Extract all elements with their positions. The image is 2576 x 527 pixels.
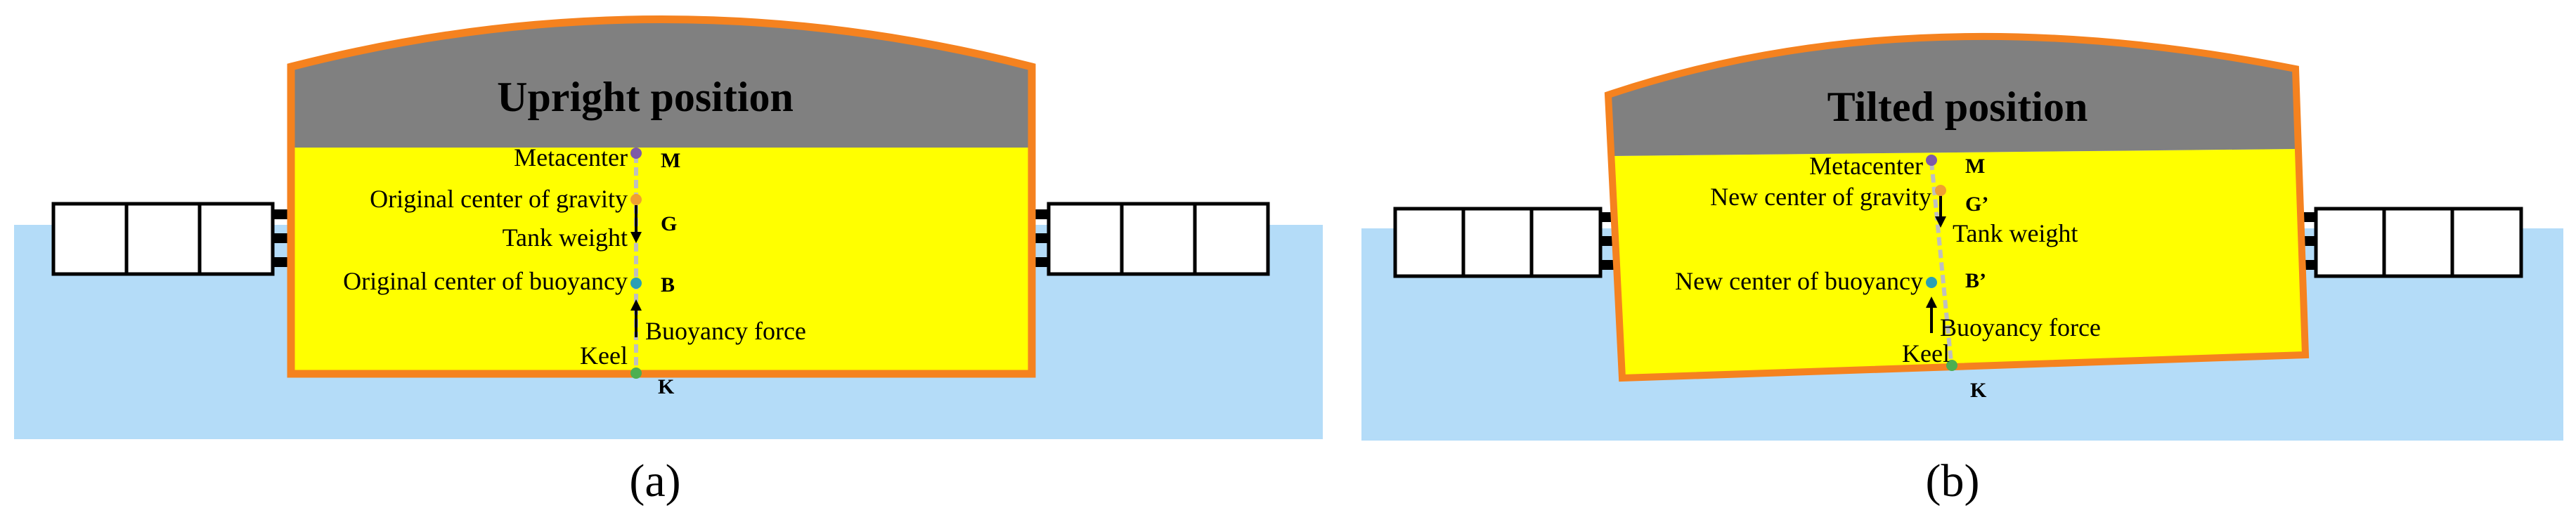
panel-b: Tilted position Metacenter New center of… <box>1361 32 2563 507</box>
label-gravity-b: New center of gravity <box>1710 183 1931 211</box>
title-b: Tilted position <box>1827 84 2088 130</box>
weight-arrow-b <box>1935 195 1946 228</box>
letter-m-a: M <box>661 149 680 172</box>
letter-g-a: G <box>661 212 677 235</box>
label-buoyancy-center-a: Original center of buoyancy <box>343 267 628 295</box>
keel-point-b <box>1946 360 1957 371</box>
caption-b: (b) <box>1926 455 1980 507</box>
label-weight-b: Tank weight <box>1953 219 2078 247</box>
gravity-point-a <box>630 194 642 205</box>
letter-k-a: K <box>658 375 675 398</box>
pontoon-right-a <box>1033 202 1270 276</box>
center-line-b <box>1929 161 1953 363</box>
metacenter-point-a <box>630 148 642 159</box>
panel-a: Upright position Metacenter Original cen… <box>14 15 1323 507</box>
letter-b-a: B <box>661 273 675 297</box>
tank-roof-a <box>291 19 1032 148</box>
letter-k-b: K <box>1970 379 1987 402</box>
tank-outline-b <box>1604 32 2310 382</box>
label-metacenter-b: Metacenter <box>1809 152 1923 180</box>
pontoon-left-b <box>1393 207 1614 278</box>
label-keel-b: Keel <box>1902 339 1950 367</box>
tank-a: Upright position <box>287 15 1036 378</box>
keel-point-a <box>630 367 642 379</box>
weight-arrow-a <box>630 205 642 243</box>
letter-m-b: M <box>1965 155 1985 178</box>
buoyancy-point-a <box>630 278 642 289</box>
tank-body-a <box>291 148 1032 374</box>
label-buoyancy-center-b: New center of buoyancy <box>1675 267 1923 295</box>
tank-b: Tilted position <box>1604 32 2310 382</box>
label-metacenter-a: Metacenter <box>514 143 628 171</box>
tank-outline-a <box>287 15 1036 378</box>
label-weight-a: Tank weight <box>503 223 628 252</box>
metacenter-point-b <box>1926 155 1937 166</box>
letter-b-b: B’ <box>1965 269 1986 292</box>
pontoon-right-b <box>2303 207 2523 278</box>
pontoon-left-a <box>51 202 288 276</box>
title-a: Upright position <box>497 74 794 120</box>
label-gravity-a: Original center of gravity <box>370 185 628 213</box>
letter-g-b: G’ <box>1965 193 1988 216</box>
buoyancy-arrow-b <box>1926 297 1937 333</box>
gravity-point-b <box>1935 185 1946 196</box>
tank-body-b <box>1614 149 2305 378</box>
label-keel-a: Keel <box>580 341 628 370</box>
buoyancy-point-b <box>1926 277 1937 288</box>
buoyancy-arrow-a <box>630 299 642 337</box>
label-buoyancy-force-b: Buoyancy force <box>1940 313 2101 341</box>
tank-roof-b <box>1608 36 2296 156</box>
label-buoyancy-force-a: Buoyancy force <box>645 317 806 345</box>
caption-a: (a) <box>629 455 680 507</box>
